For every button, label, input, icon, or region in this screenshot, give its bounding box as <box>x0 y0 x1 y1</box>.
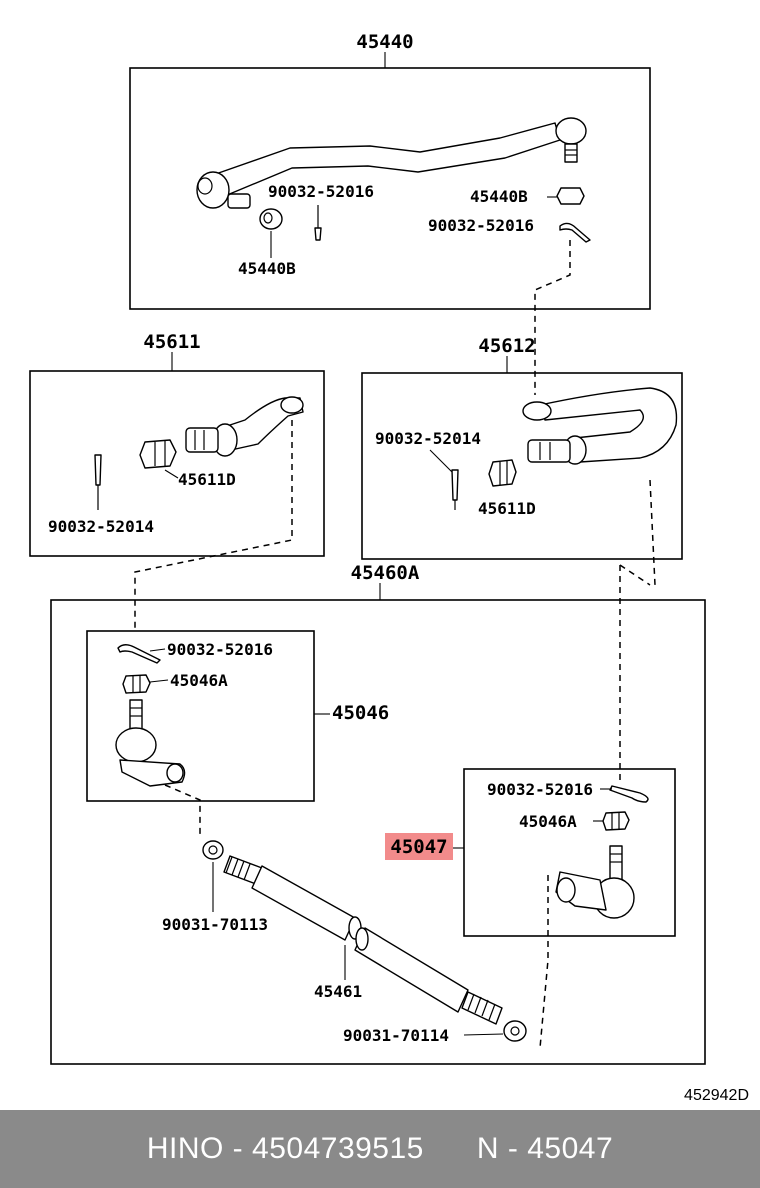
bushing-right-shape <box>556 187 585 205</box>
label-90031-70113[interactable]: 90031-70113 <box>162 915 268 934</box>
label-45046a-right[interactable]: 45046A <box>519 812 577 831</box>
cotter-pin-45047-shape <box>609 785 649 803</box>
footer-part-number: 4504739515 <box>252 1132 424 1165</box>
label-45440b-left[interactable]: 45440B <box>238 259 296 278</box>
parts-diagram: 45440 90032-52016 45440B 90032-52016 454… <box>29 31 749 1104</box>
label-90032-52014-right[interactable]: 90032-52014 <box>375 429 481 448</box>
label-45611[interactable]: 45611 <box>143 331 200 353</box>
label-45440b-right[interactable]: 45440B <box>470 187 528 206</box>
cotter-pin-45046-shape <box>117 644 161 664</box>
label-90032-52016-a[interactable]: 90032-52016 <box>268 182 374 201</box>
cotter-pin-45611-shape <box>94 454 102 510</box>
box-45046 <box>86 630 315 802</box>
nut-45046a-left-shape <box>122 674 151 694</box>
drag-link-rod <box>196 117 587 209</box>
clamp-nut-right-shape <box>503 1020 527 1042</box>
label-45461[interactable]: 45461 <box>314 982 362 1001</box>
nut-45611d-left-shape <box>139 439 177 469</box>
tube-45461-shape <box>223 855 503 1025</box>
footer-gap <box>424 1132 477 1166</box>
highlight-45047 <box>385 833 453 860</box>
label-90032-52016-end-left[interactable]: 90032-52016 <box>167 640 273 659</box>
clamp-nut-left-shape <box>202 840 224 860</box>
arm-45612-shape <box>522 387 678 465</box>
box-45440 <box>129 67 651 310</box>
nut-45046a-right-shape <box>602 811 630 831</box>
box-45611 <box>29 370 325 557</box>
footer-separator: - <box>223 1132 253 1165</box>
bushing-left-shape <box>259 208 283 230</box>
label-45612[interactable]: 45612 <box>478 335 535 357</box>
label-90032-52014-left[interactable]: 90032-52014 <box>48 517 154 536</box>
box-45460a <box>50 599 706 1065</box>
tie-rod-end-right-shape <box>555 845 635 919</box>
label-90032-52016-end-right[interactable]: 90032-52016 <box>487 780 593 799</box>
label-90031-70114[interactable]: 90031-70114 <box>343 1026 449 1045</box>
cotter-pin-45612-shape <box>451 469 459 510</box>
label-45611d-left[interactable]: 45611D <box>178 470 236 489</box>
label-45611d-right[interactable]: 45611D <box>478 499 536 518</box>
footer-bar: HINO - 4504739515 N - 45047 <box>0 1110 760 1188</box>
parts-diagram-svg: 45440 90032-52016 45440B 90032-52016 454… <box>29 31 749 1104</box>
nut-45611d-right-shape <box>488 459 517 487</box>
label-90032-52016-b[interactable]: 90032-52016 <box>428 216 534 235</box>
label-45440[interactable]: 45440 <box>356 31 413 53</box>
label-45047[interactable]: 45047 <box>390 836 447 858</box>
footer-code: N - 45047 <box>476 1132 614 1165</box>
label-45460a[interactable]: 45460A <box>351 562 420 584</box>
arm-45611-shape <box>185 396 304 457</box>
label-45046[interactable]: 45046 <box>332 702 389 724</box>
box-45047 <box>463 768 676 937</box>
box-45612 <box>361 372 683 560</box>
tie-rod-end-left-shape <box>115 699 186 787</box>
cotter-pin-top-a <box>314 205 322 241</box>
figure-code: 452942D <box>684 1087 749 1104</box>
footer-brand: HINO <box>146 1132 224 1165</box>
label-45046a-left[interactable]: 45046A <box>170 671 228 690</box>
cotter-pin-top-b <box>559 222 591 243</box>
